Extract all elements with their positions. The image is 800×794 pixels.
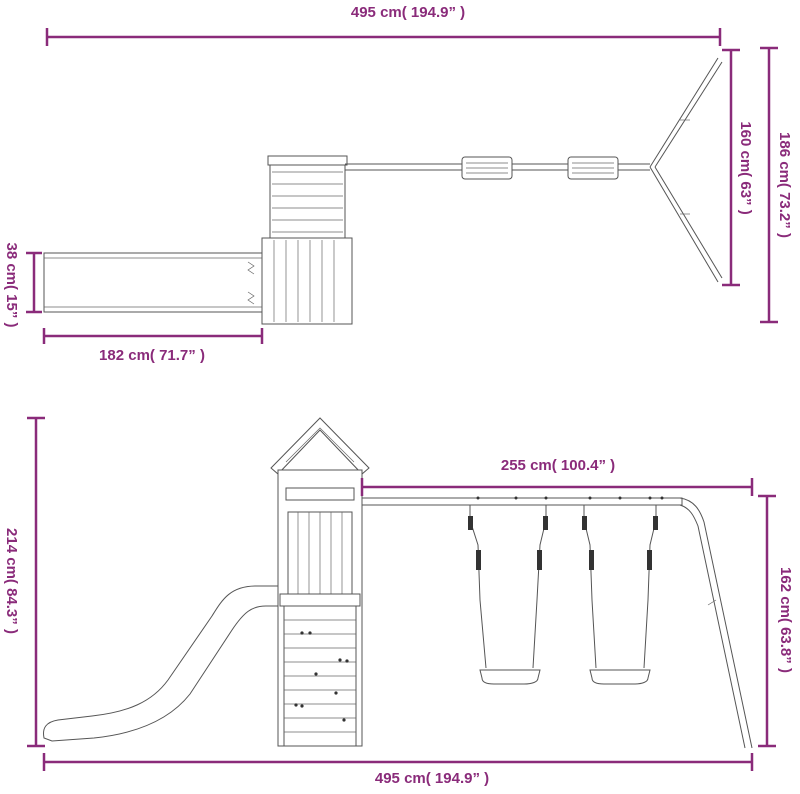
front-view: 214 cm( 84.3” )	[3, 416, 794, 787]
front-tower	[270, 417, 370, 747]
front-beam-length-label: 255 cm( 100.4” )	[501, 457, 615, 474]
top-swing-depth-dimension: 160 cm( 63” )	[722, 48, 754, 287]
front-slide	[43, 585, 279, 742]
top-frame-depth-dimension: 186 cm( 73.2” )	[760, 46, 793, 324]
top-swing-beam	[345, 57, 723, 283]
top-slide-length-dimension: 182 cm( 71.7” )	[42, 328, 264, 364]
top-slide-width-label: 38 cm( 15” )	[3, 242, 20, 327]
front-tower-height-dimension: 214 cm( 84.3” )	[3, 416, 45, 748]
top-tower	[261, 155, 353, 325]
top-width-dimension: 495 cm( 194.9” )	[45, 4, 722, 46]
front-width-label: 495 cm( 194.9” )	[375, 770, 489, 787]
front-beam-height-dimension: 162 cm( 63.8” )	[758, 494, 794, 748]
top-frame-depth-label: 186 cm( 73.2” )	[776, 132, 793, 238]
front-beam-height-label: 162 cm( 63.8” )	[777, 567, 794, 673]
top-slide	[43, 252, 263, 313]
front-width-dimension: 495 cm( 194.9” )	[42, 753, 754, 787]
top-view: 495 cm( 194.9” )	[3, 4, 793, 364]
top-swing-depth-label: 160 cm( 63” )	[737, 121, 754, 214]
front-swing-right	[582, 505, 658, 685]
top-slide-width-dimension: 38 cm( 15” )	[3, 242, 42, 328]
front-swing-left	[468, 505, 548, 685]
front-beam-length-dimension: 255 cm( 100.4” )	[360, 457, 754, 496]
front-swing-beam	[361, 496, 753, 749]
top-width-label: 495 cm( 194.9” )	[351, 4, 465, 21]
front-tower-height-label: 214 cm( 84.3” )	[3, 528, 20, 634]
top-slide-length-label: 182 cm( 71.7” )	[99, 347, 205, 364]
